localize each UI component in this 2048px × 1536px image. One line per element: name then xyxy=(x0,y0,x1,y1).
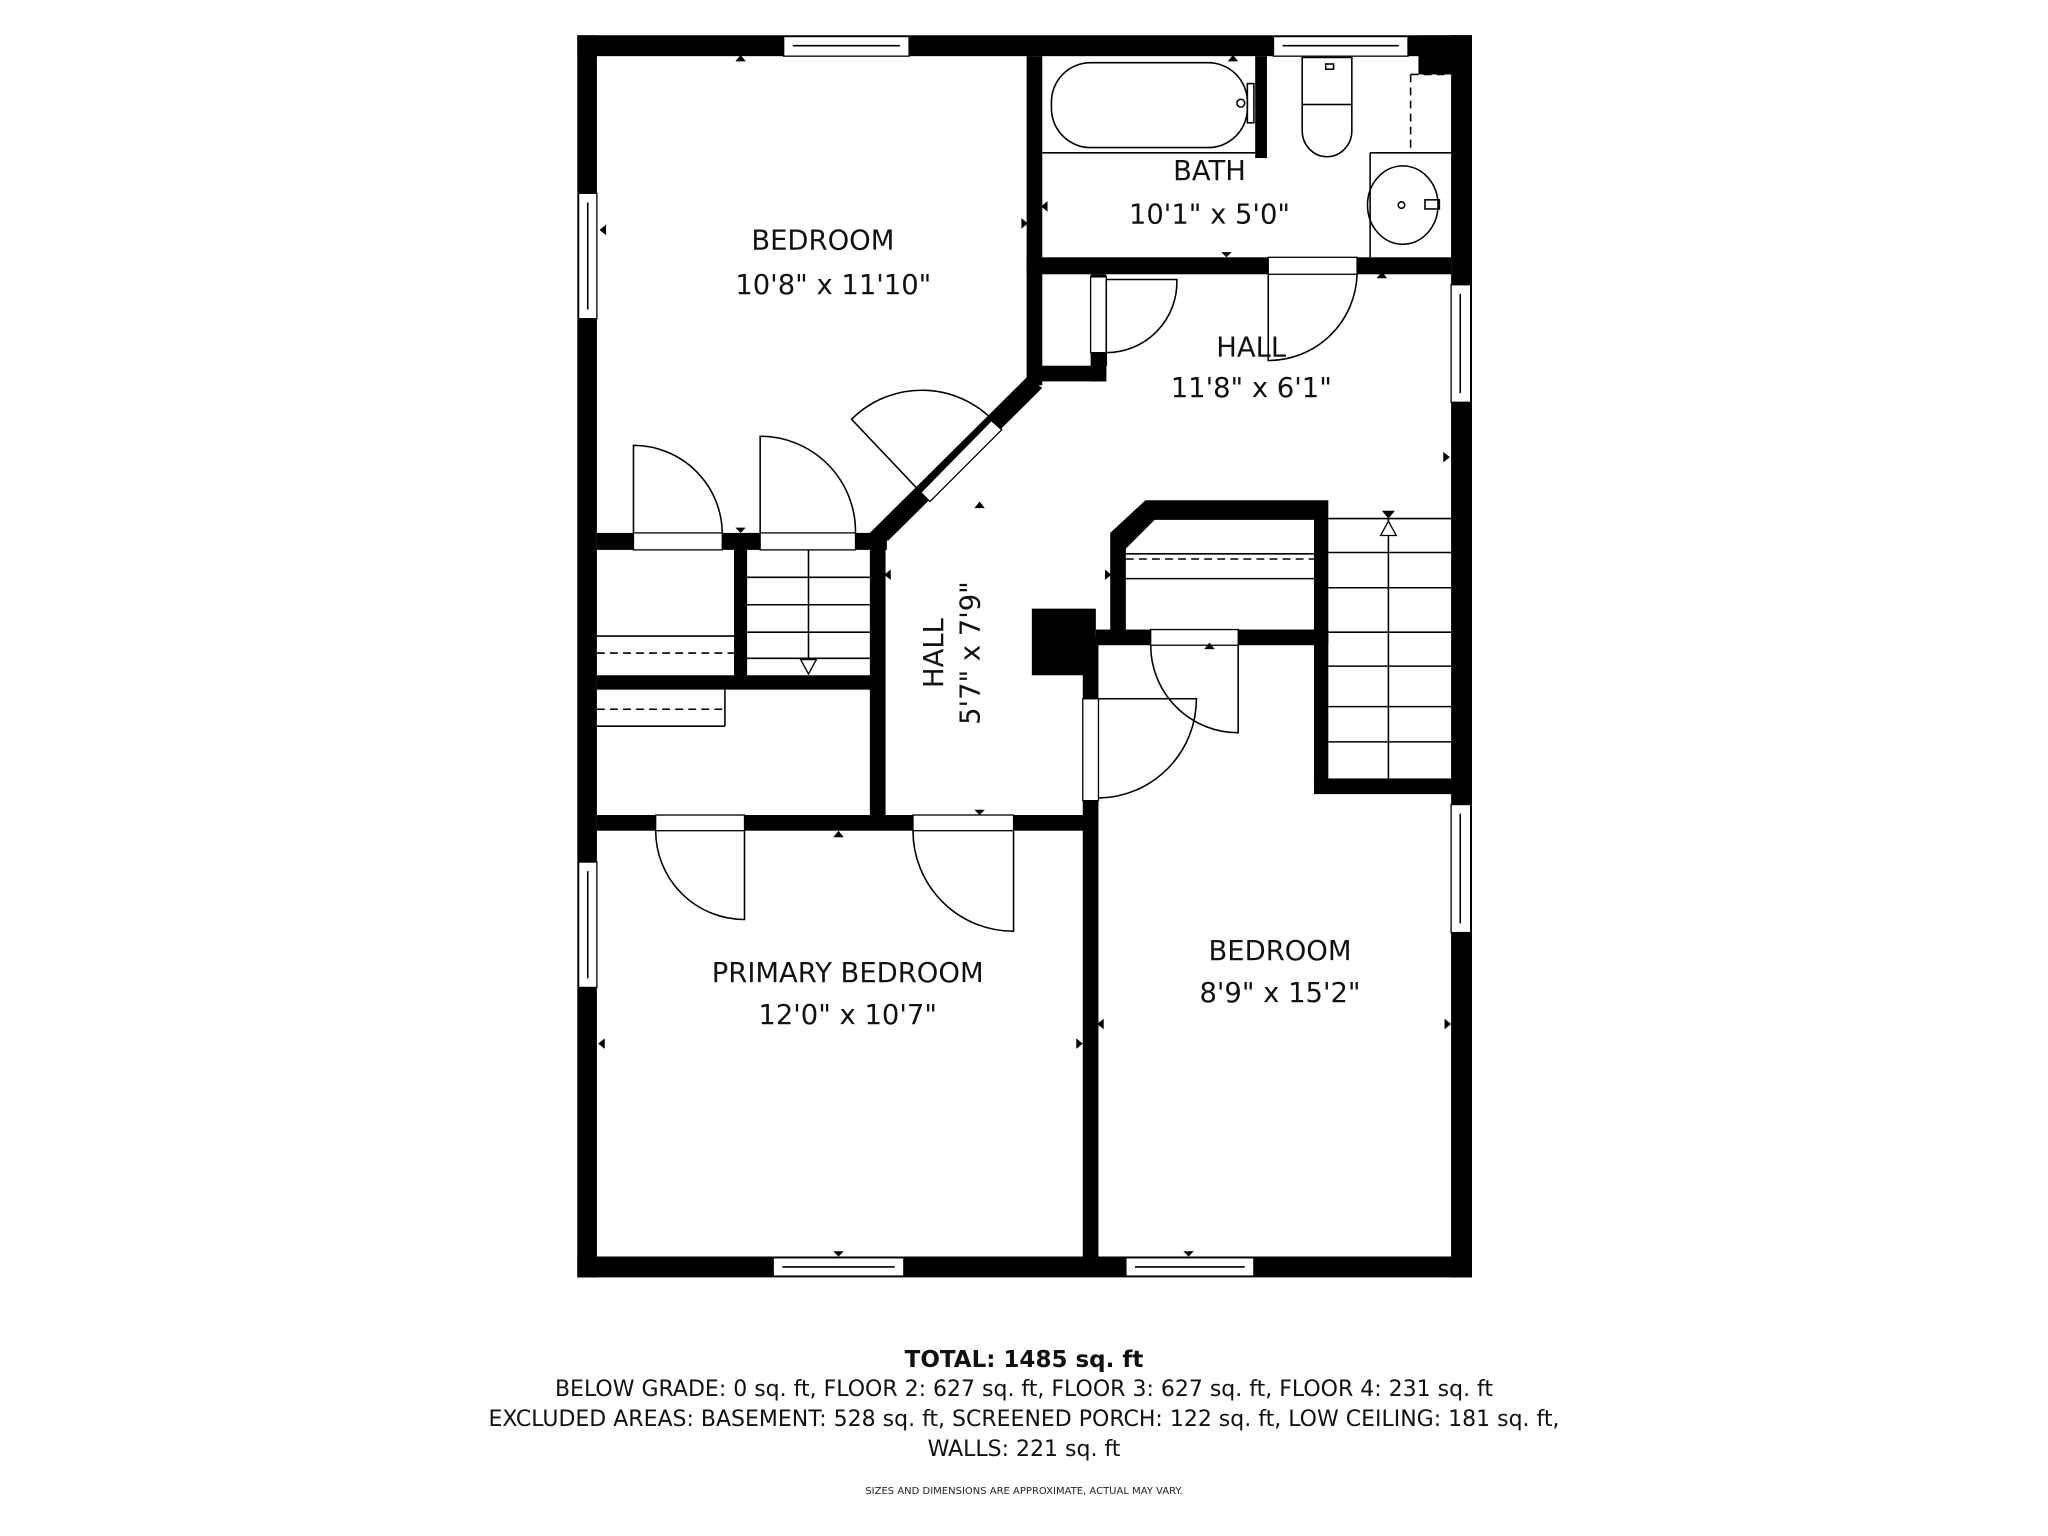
svg-text:BEDROOM: BEDROOM xyxy=(751,225,894,256)
total-area: TOTAL: 1485 sq. ft xyxy=(904,1347,1144,1373)
svg-text:10'1" x 5'0": 10'1" x 5'0" xyxy=(1129,199,1290,230)
bathtub xyxy=(1042,61,1256,154)
dimension-markers xyxy=(598,54,1452,1257)
svg-text:BATH: BATH xyxy=(1173,156,1246,187)
windows xyxy=(577,35,1472,1277)
window-bath-top xyxy=(1272,35,1409,57)
svg-text:10'8" x 11'10": 10'8" x 11'10" xyxy=(735,270,931,301)
svg-text:HALL: HALL xyxy=(1216,333,1287,364)
svg-text:PRIMARY BEDROOM: PRIMARY BEDROOM xyxy=(712,958,984,989)
svg-text:BEDROOM: BEDROOM xyxy=(1208,936,1351,967)
window-bedroom2-right xyxy=(1450,803,1472,934)
doors xyxy=(632,256,1358,933)
closet-shelves xyxy=(596,279,1314,727)
svg-text:11'8" x 6'1": 11'8" x 6'1" xyxy=(1171,373,1332,404)
vanity-sink-icon xyxy=(1366,73,1452,258)
room-label-primary-bedroom: PRIMARY BEDROOM 12'0" x 10'7" xyxy=(712,958,984,1031)
area-summary: TOTAL: 1485 sq. ft BELOW GRADE: 0 sq. ft… xyxy=(0,1345,2048,1465)
svg-text:12'0" x 10'7": 12'0" x 10'7" xyxy=(758,1000,937,1031)
room-label-hall-1: HALL 11'8" x 6'1" xyxy=(1171,333,1332,404)
svg-text:5'7" x 7'9": 5'7" x 7'9" xyxy=(956,581,987,725)
window-bedroom1-top xyxy=(783,35,910,57)
room-label-bedroom-1: BEDROOM 10'8" x 11'10" xyxy=(735,225,931,300)
walls-area: WALLS: 221 sq. ft xyxy=(927,1437,1121,1462)
svg-text:HALL: HALL xyxy=(919,617,950,688)
room-label-hall-2: HALL 5'7" x 7'9" xyxy=(919,581,987,725)
window-primary-bottom xyxy=(772,1257,905,1277)
window-bedroom1-left xyxy=(577,192,598,320)
interior-walls xyxy=(596,56,1453,1265)
room-label-bath: BATH 10'1" x 5'0" xyxy=(1129,156,1290,230)
toilet-icon xyxy=(1301,56,1353,158)
stairs-up xyxy=(1328,510,1452,779)
window-hall-right xyxy=(1450,284,1472,403)
svg-text:8'9" x 15'2": 8'9" x 15'2" xyxy=(1199,978,1360,1009)
floor-areas: BELOW GRADE: 0 sq. ft, FLOOR 2: 627 sq. … xyxy=(554,1377,1494,1402)
disclaimer: SIZES AND DIMENSIONS ARE APPROXIMATE, AC… xyxy=(865,1486,1183,1497)
window-bedroom2-bottom xyxy=(1125,1257,1255,1277)
stairs-down xyxy=(747,549,870,676)
room-label-bedroom-2: BEDROOM 8'9" x 15'2" xyxy=(1199,936,1360,1009)
window-primary-left xyxy=(577,861,598,989)
excluded-areas: EXCLUDED AREAS: BASEMENT: 528 sq. ft, SC… xyxy=(488,1407,1560,1432)
